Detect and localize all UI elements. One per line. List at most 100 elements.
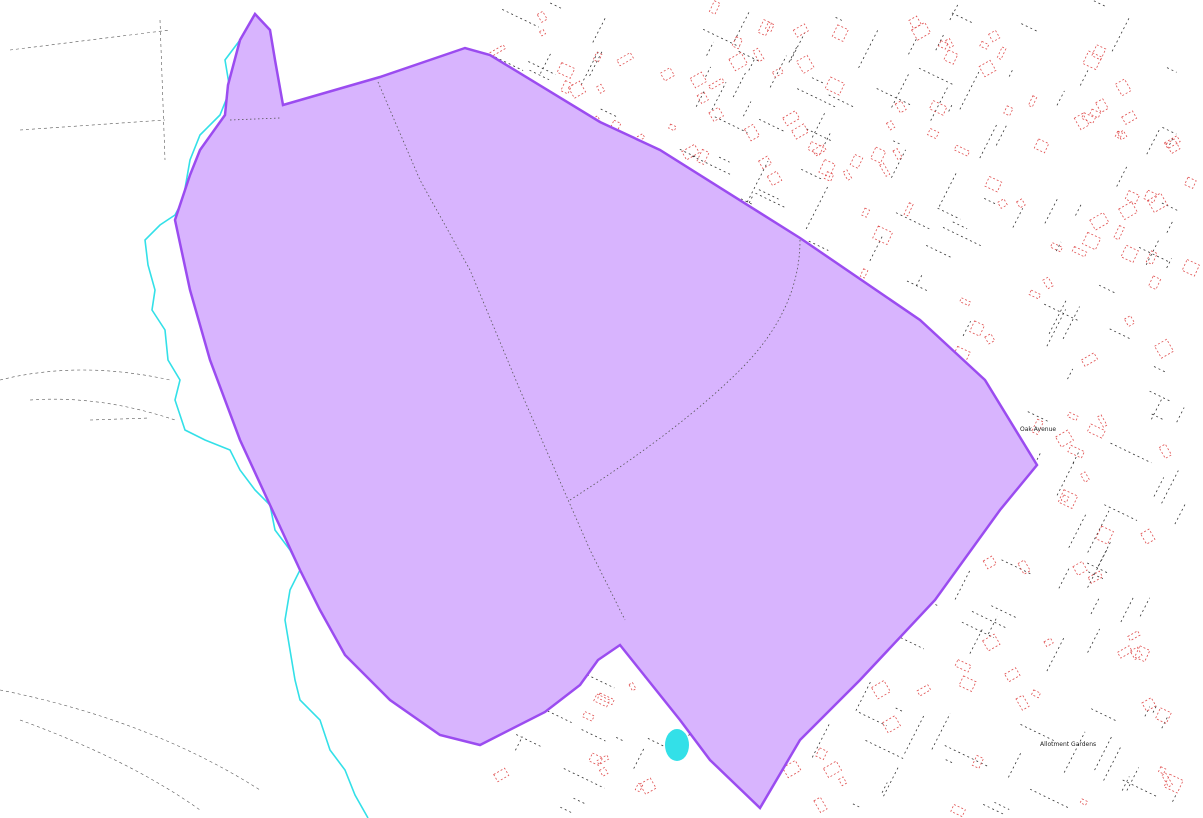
building-outline — [536, 10, 548, 23]
parcel-line — [1044, 303, 1081, 322]
parcel-line — [1169, 137, 1174, 145]
parcel-line — [797, 88, 836, 108]
parcel-line — [883, 765, 900, 797]
parcel-line — [908, 36, 918, 55]
parcel-line — [1079, 70, 1089, 86]
parcel-line — [1109, 328, 1133, 341]
parcel-line — [915, 274, 923, 287]
building-outline — [1072, 560, 1088, 576]
building-outline — [1079, 798, 1088, 806]
building-outline — [1117, 129, 1128, 141]
parcel-line — [769, 55, 787, 88]
building-outline — [1027, 95, 1038, 108]
building-outline — [1161, 772, 1173, 788]
parcel-line — [560, 806, 574, 814]
building-outline — [926, 127, 940, 140]
building-outline — [943, 49, 959, 65]
site-boundary-polygon[interactable] — [173, 11, 1039, 810]
building-outline — [1114, 78, 1132, 97]
parcel-line — [1166, 67, 1177, 73]
parcel-line — [876, 88, 913, 106]
parcel-line — [811, 111, 826, 138]
building-outline — [997, 198, 1008, 209]
parcel-line — [1153, 366, 1167, 374]
building-outline — [681, 143, 700, 161]
parcel-line — [1144, 706, 1151, 717]
building-outline — [1082, 50, 1103, 71]
parcel-line — [702, 28, 740, 48]
parcel-line — [711, 82, 727, 111]
building-outline — [1031, 418, 1044, 435]
parcel-line — [808, 240, 829, 251]
parcel-line — [633, 748, 645, 769]
parcel-line — [1058, 567, 1070, 589]
building-outline — [593, 693, 611, 708]
parcel-line — [1044, 197, 1059, 224]
watercourse-stream — [144, 13, 369, 818]
building-outline — [823, 171, 835, 182]
parcel-line — [811, 77, 826, 85]
parcel-line — [495, 56, 524, 71]
parcel-line — [991, 605, 1018, 619]
building-outline — [708, 106, 724, 123]
parcel-line — [891, 72, 910, 108]
parcel-line — [931, 713, 951, 750]
parcel-line — [1174, 503, 1186, 525]
building-outline — [696, 91, 709, 105]
parcel-line — [714, 116, 748, 133]
building-outline — [1016, 198, 1026, 209]
parcel-line — [1161, 470, 1179, 504]
parcel-line — [755, 192, 787, 209]
parcel-line — [1162, 127, 1177, 135]
building-outline — [1033, 138, 1050, 154]
parcel-line — [1056, 90, 1065, 106]
building-outline — [818, 158, 836, 178]
parcel-line — [852, 803, 862, 809]
parcel-line — [734, 9, 751, 42]
building-outline — [1015, 694, 1030, 711]
building-outline — [493, 767, 510, 783]
parcel-line — [592, 17, 606, 43]
parcel-line — [994, 801, 1010, 810]
parcel-line — [855, 679, 872, 711]
parcel-line — [979, 123, 998, 159]
parcel-line — [942, 227, 984, 248]
building-outline — [1163, 135, 1181, 150]
parcel-line — [895, 212, 931, 230]
parcel-line — [563, 768, 605, 789]
building-outline — [1181, 258, 1200, 277]
building-outline — [1079, 471, 1090, 483]
building-outline — [928, 100, 948, 116]
building-outline — [1165, 138, 1181, 155]
parcel-line — [738, 50, 760, 62]
parcel-line — [1120, 595, 1135, 623]
parcel-line — [758, 118, 786, 133]
parcel-line — [1093, 0, 1107, 8]
building-outline — [1057, 489, 1079, 509]
building-outline — [831, 24, 849, 42]
parcel-line — [1094, 734, 1113, 771]
building-outline — [1154, 707, 1172, 725]
building-outline — [757, 19, 772, 37]
building-outline — [1148, 275, 1162, 291]
building-outline — [859, 268, 869, 279]
parcel-line — [962, 321, 971, 337]
building-outline — [903, 202, 914, 217]
building-outline — [822, 760, 843, 779]
parcel-line — [948, 104, 953, 112]
building-outline — [1095, 98, 1109, 114]
parcel-line — [984, 198, 997, 205]
parcel-line — [740, 198, 754, 205]
building-outline — [1087, 570, 1104, 584]
parcel-line — [1098, 284, 1115, 293]
parcel-line — [1034, 451, 1042, 465]
building-outline — [872, 225, 894, 246]
building-outline — [892, 148, 903, 161]
building-outline — [984, 175, 1003, 193]
parcel-line — [1067, 368, 1074, 380]
building-outline — [1004, 667, 1021, 683]
building-outline — [945, 37, 954, 49]
building-outline — [1003, 105, 1014, 117]
